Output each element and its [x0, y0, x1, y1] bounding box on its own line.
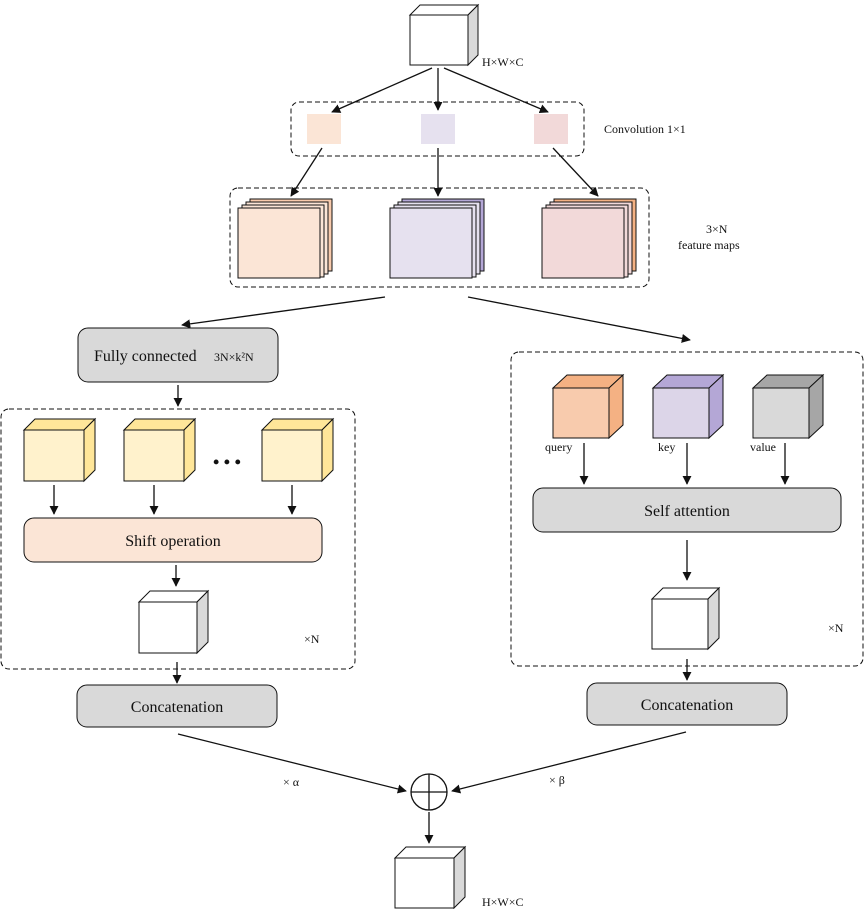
times-n-left-label: ×N	[304, 632, 320, 646]
feature-map-stack-lavender	[389, 198, 485, 279]
attention-output-cube	[650, 586, 721, 651]
sum-operator-icon	[410, 773, 448, 811]
shift-cube-1	[22, 417, 97, 483]
output-dims-label: H×W×C	[482, 895, 524, 909]
times-n-right-label: ×N	[828, 621, 844, 635]
conv-square-peach	[307, 114, 341, 144]
shift-cube-2	[122, 417, 197, 483]
conv-square-lavender	[421, 114, 455, 144]
shift-group-box	[0, 408, 356, 670]
alpha-label: × α	[283, 775, 300, 789]
input-dims-label: H×W×C	[482, 55, 524, 69]
feature-maps-group-box	[229, 187, 650, 288]
feature-maps-text-label: feature maps	[678, 238, 740, 252]
concat-right-box	[586, 682, 788, 726]
concat-left-box	[76, 684, 278, 728]
self-attention-box	[532, 487, 842, 533]
shift-output-cube	[137, 589, 210, 655]
key-cube	[651, 373, 725, 440]
value-cube	[751, 373, 825, 440]
feature-maps-count-label: 3×N	[706, 222, 728, 236]
fully-connected-label: Fully connected	[94, 348, 197, 365]
feature-map-stack-pink	[541, 198, 637, 279]
fc-dims-label: 3N×k²N	[214, 350, 254, 364]
edge-fm-to-fc	[181, 296, 386, 329]
concat-right-label: Concatenation	[641, 697, 733, 714]
feature-map-stack-peach	[237, 198, 333, 279]
fully-connected-box	[77, 327, 279, 383]
query-label: query	[545, 440, 572, 454]
key-label: key	[658, 440, 675, 454]
edge-right-to-sum	[451, 731, 687, 794]
self-attention-label: Self attention	[644, 503, 730, 520]
output-cube	[393, 845, 467, 909]
edge-input-to-conv-1	[331, 67, 433, 113]
shift-operation-label: Shift operation	[125, 533, 221, 550]
query-cube	[551, 373, 625, 440]
concat-left-label: Concatenation	[131, 699, 223, 716]
edge-input-to-conv-3	[443, 67, 549, 113]
conv-group-box	[290, 101, 585, 157]
shift-cube-3	[260, 417, 335, 483]
conv-square-pink	[534, 114, 568, 144]
beta-label: × β	[549, 773, 565, 787]
value-label: value	[750, 440, 776, 454]
edge-conv-to-fm-3	[552, 147, 599, 197]
edge-left-to-sum	[177, 733, 407, 794]
edge-fm-to-attention	[467, 296, 691, 343]
input-cube	[408, 3, 480, 67]
ellipsis: • • •	[213, 452, 241, 472]
shift-operation-box	[23, 517, 323, 563]
conv-label: Convolution 1×1	[604, 122, 686, 136]
